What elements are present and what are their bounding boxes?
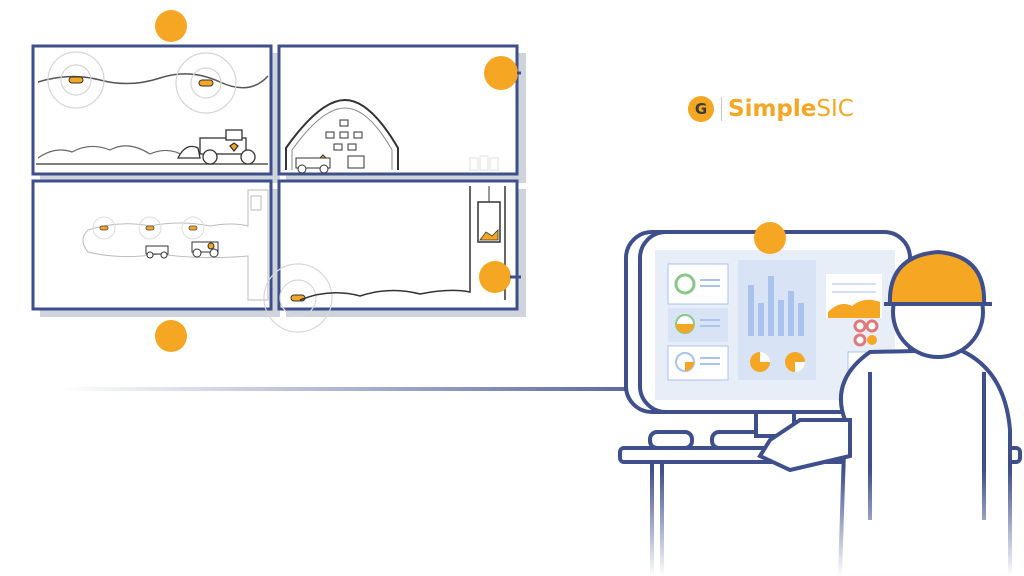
dashboard-bar <box>758 303 764 336</box>
sensor-icon <box>92 216 116 240</box>
status-dot-icon <box>155 320 187 352</box>
logo-text-light: SIC <box>816 96 854 122</box>
loader-icon <box>145 241 219 259</box>
status-dot-icon <box>484 56 518 90</box>
dashboard <box>667 260 882 381</box>
logo-mark-icon: G <box>688 96 714 122</box>
connection-line <box>60 387 630 391</box>
shaft-headframe-view <box>277 44 519 176</box>
loader-icon <box>176 129 256 165</box>
dashboard-bar-chart <box>748 276 804 336</box>
logo-divider <box>721 97 722 121</box>
sensor-icon <box>181 216 205 240</box>
status-dot-icon <box>155 10 187 42</box>
dashboard-bar <box>768 276 774 336</box>
sensor-icon <box>175 52 237 114</box>
dashboard-bar <box>788 291 794 336</box>
surface-loader-view <box>31 44 273 176</box>
logo-text: SimpleSIC <box>728 94 854 124</box>
dashboard-bar <box>798 303 804 336</box>
dashboard-bar <box>778 300 784 336</box>
headframe-icon <box>325 119 365 169</box>
logo-text-bold: Simple <box>728 96 817 122</box>
dashboard-bar <box>748 285 754 336</box>
status-dot-icon <box>754 222 786 254</box>
tunnel-sensors-view <box>31 179 273 311</box>
sensor-icon <box>138 216 162 240</box>
sensor-icon <box>47 51 105 109</box>
vertical-shaft-view <box>263 179 519 333</box>
status-dot-icon <box>479 261 511 293</box>
loader-icon <box>295 154 331 174</box>
sensor-icon <box>263 263 333 333</box>
simplesic-logo: G SimpleSIC <box>688 94 854 124</box>
